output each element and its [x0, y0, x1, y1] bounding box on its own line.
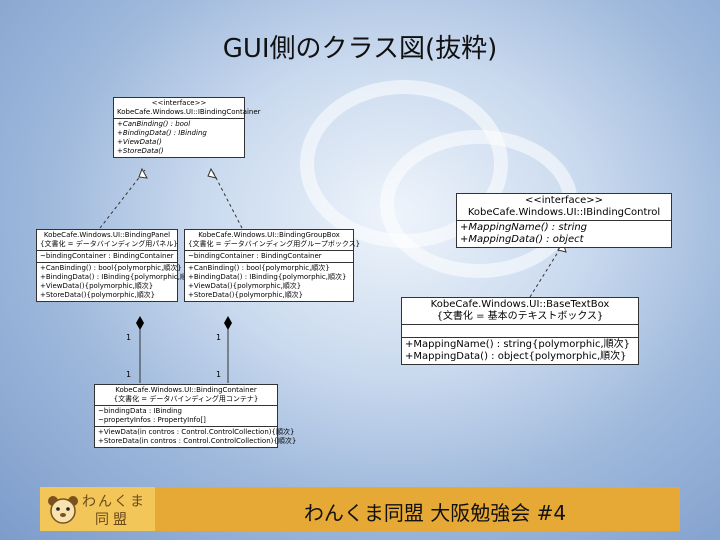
class-stereotype: <<interface>> [151, 99, 207, 107]
class-doc: {文書化 = データバインディング用パネル} [40, 240, 178, 248]
operation: +CanBinding() : bool{polymorphic,順次} [188, 264, 330, 272]
class-name: KobeCafe.Windows.UI::IBindingContainer [117, 108, 261, 116]
class-ibinding-container: <<interface>> KobeCafe.Windows.UI::IBind… [113, 97, 261, 158]
bear-icon [48, 496, 78, 524]
realization-line [529, 243, 564, 298]
multiplicity-label: 1 [216, 370, 222, 379]
attribute: ~bindingContainer : BindingContainer [188, 252, 322, 260]
class-doc: {文書化 = データバインディング用コンテナ} [113, 395, 259, 403]
operation: +ViewData() [117, 138, 162, 146]
operation: +MappingName() : string{polymorphic,順次} [405, 339, 631, 350]
class-name: KobeCafe.Windows.UI::BindingContainer [115, 386, 257, 394]
operation: +ViewData(){polymorphic,順次} [188, 282, 302, 290]
attribute: ~bindingContainer : BindingContainer [40, 252, 174, 260]
operation: +ViewData(){polymorphic,順次} [40, 282, 154, 290]
class-base-text-box: KobeCafe.Windows.UI::BaseTextBox {文書化 = … [401, 297, 639, 365]
operation: +StoreData(){polymorphic,順次} [40, 291, 156, 299]
class-name: KobeCafe.Windows.UI::BindingGroupBox [198, 231, 340, 239]
operation: +MappingData() : object [460, 234, 584, 245]
attribute-compartment [402, 324, 638, 337]
realization-line [211, 169, 243, 229]
multiplicity-label: 1 [126, 370, 132, 379]
operation: +BindingData() : IBinding{polymorphic,順次… [188, 273, 347, 281]
class-ibinding-control: <<interface>> KobeCafe.Windows.UI::IBind… [456, 193, 672, 248]
attribute: ~propertyInfos : PropertyInfo[] [98, 416, 206, 424]
multiplicity-label: 1 [216, 333, 222, 342]
footer-bar: わんくま 同盟 わんくま同盟 大阪勉強会 #4 [40, 487, 680, 531]
realization-arrowhead [207, 167, 217, 179]
composition-diamond [136, 316, 144, 330]
class-name: KobeCafe.Windows.UI::IBindingControl [467, 207, 661, 218]
slide-title: GUI側のクラス図(抜粋) [222, 34, 498, 64]
class-doc: {文書化 = データバインディング用グループボックス} [188, 240, 361, 248]
class-binding-panel: KobeCafe.Windows.UI::BindingPanel {文書化 =… [36, 229, 199, 302]
multiplicity-label: 1 [126, 333, 132, 342]
operation: +ViewData(in contros : Control.ControlCo… [98, 428, 295, 436]
operation: +CanBinding() : bool [117, 120, 191, 128]
class-name: KobeCafe.Windows.UI::BaseTextBox [430, 299, 610, 310]
composition-diamond [224, 316, 232, 330]
realization-arrowhead [138, 167, 148, 179]
class-binding-container: KobeCafe.Windows.UI::BindingContainer {文… [94, 384, 297, 448]
logo: わんくま 同盟 [40, 487, 155, 531]
operation: +BindingData() : IBinding{polymorphic,順次… [40, 273, 199, 281]
class-stereotype: <<interface>> [524, 195, 604, 206]
attribute: ~bindingData : IBinding [98, 407, 182, 415]
operation: +MappingData() : object{polymorphic,順次} [405, 351, 627, 362]
operation: +StoreData(){polymorphic,順次} [188, 291, 304, 299]
operation: +BindingData() : IBinding [117, 129, 207, 137]
operation: +StoreData() [117, 147, 164, 155]
operation: +StoreData(in contros : Control.ControlC… [98, 437, 297, 445]
realization-line [99, 169, 146, 229]
operation: +MappingName() : string [460, 222, 588, 233]
operation: +CanBinding() : bool{polymorphic,順次} [40, 264, 182, 272]
footer-text: わんくま同盟 大阪勉強会 #4 [303, 501, 567, 525]
logo-text: 同盟 [95, 512, 131, 528]
class-name: KobeCafe.Windows.UI::BindingPanel [43, 231, 171, 239]
class-binding-group-box: KobeCafe.Windows.UI::BindingGroupBox {文書… [184, 229, 361, 302]
logo-text: わんくま [82, 494, 146, 510]
class-doc: {文書化 = 基本のテキストボックス} [436, 311, 604, 322]
